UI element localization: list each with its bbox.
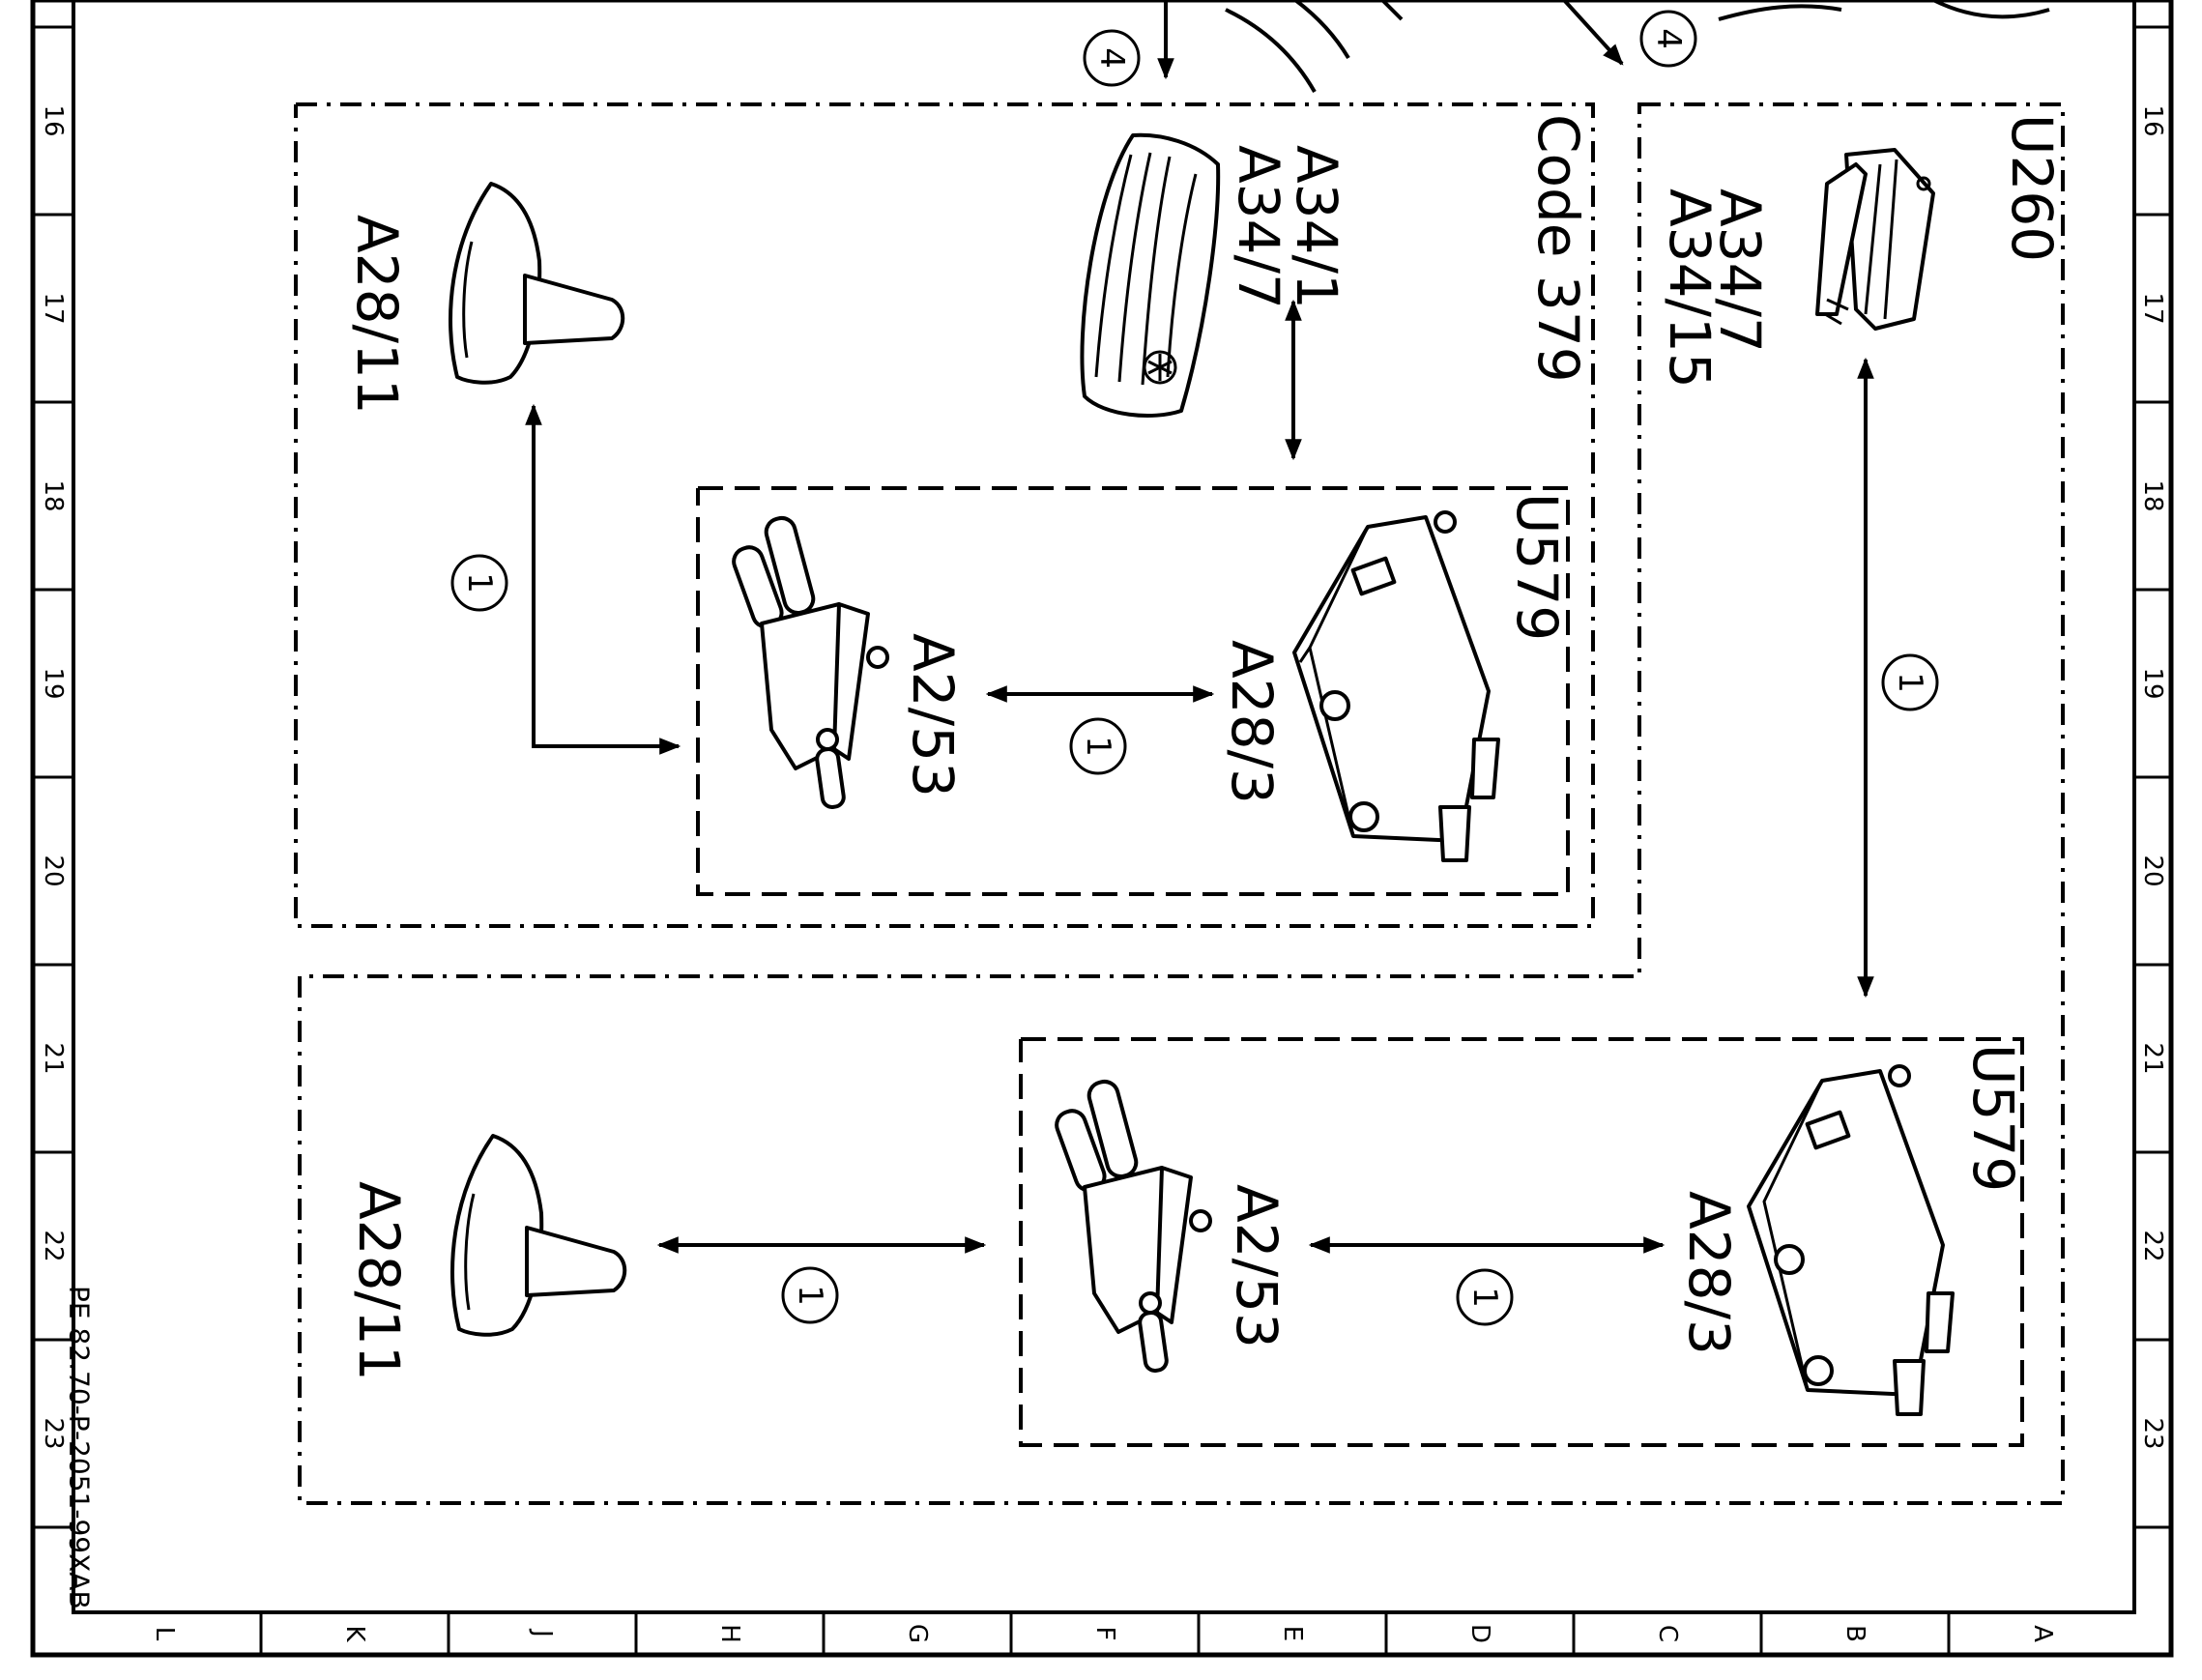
connection-1-a2-53-a28-3-bottom-number: 1 [1465,1287,1504,1308]
connection-1-a2-53-a28-3-bottom: 1 [1456,1268,1514,1326]
a2-53-bottom-switch-icon [1055,1079,1212,1373]
row-label-left-22: 22 [39,1230,68,1261]
a34-7-key-fob-icon [1815,148,1935,331]
a28-3-top-label: A28/3 [1219,640,1285,804]
row-label-left-16: 16 [39,104,68,136]
connection-4-right: 4 [1639,10,1697,68]
a34-15-label: A34/15 [1657,188,1723,389]
connection-4-left-number: 4 [1092,47,1131,69]
row-label-left-17: 17 [39,292,68,324]
row-label-right-16: 16 [2138,104,2167,136]
column-label-l: L [150,1627,179,1641]
top-wiring-curves [1157,0,2050,93]
connection-1-a28-11-a2-53-bottom: 1 [781,1266,839,1324]
u579-top-label: U579 [1504,493,1570,641]
a28-3-bottom-module-icon [1747,1064,1955,1416]
connection-1-u260-vertical: 1 [1881,653,1939,711]
column-label-f: F [1090,1627,1119,1641]
code-379-group-box [294,102,1595,928]
arrow-a28-11-to-a2-53-top [525,403,681,755]
row-label-right-21: 21 [2138,1042,2167,1074]
connection-arrows [525,299,1874,1254]
a2-53-top-label: A2/53 [900,633,966,797]
connection-1-a28-11-a2-53-top-number: 1 [460,572,499,594]
a34-1-key-icon [1080,132,1221,418]
connection-4-right-number: 4 [1649,28,1688,49]
connection-1-a2-53-a28-3-top-number: 1 [1079,736,1117,757]
a34-1-label: A34/1 [1284,145,1349,309]
column-label-e: E [1278,1626,1307,1641]
row-label-left-18: 18 [39,479,68,511]
row-label-left-21: 21 [39,1042,68,1074]
column-label-b: B [1840,1625,1869,1642]
connection-1-a2-53-a28-3-top: 1 [1069,717,1127,775]
u579-bottom-label: U579 [1960,1044,2026,1192]
row-label-left-20: 20 [39,854,68,886]
a28-3-top-module-icon [1292,510,1500,862]
connection-1-u260-vertical-number: 1 [1891,672,1929,693]
a28-11-top-lever-icon [449,182,625,385]
u260-label: U260 [1999,114,2065,262]
row-label-right-22: 22 [2138,1230,2167,1261]
left-row-ticks [33,25,73,1529]
a34-7-top-label: A34/7 [1226,145,1291,309]
column-label-k: K [340,1625,369,1642]
a2-53-bottom-label: A2/53 [1224,1184,1289,1348]
u579-bottom-group-box [1019,1037,2024,1447]
column-label-d: D [1465,1624,1494,1643]
a28-11-bottom-label: A28/11 [346,1181,412,1381]
u579-top-group-box [696,486,1570,896]
outer-border [30,0,2174,1658]
a28-3-bottom-label: A28/3 [1676,1191,1742,1355]
document-number: PE 82.70-P-2051-99XAB [64,1286,96,1609]
row-label-right-19: 19 [2138,667,2167,699]
a28-11-top-label: A28/11 [344,215,410,415]
row-label-right-17: 17 [2138,292,2167,324]
connection-1-a28-11-a2-53-top: 1 [450,554,508,612]
a34-7-right-label: A34/7 [1707,188,1773,353]
row-label-left-23: 23 [39,1417,68,1449]
row-label-left-19: 19 [39,667,68,699]
connection-1-a28-11-a2-53-bottom-number: 1 [791,1285,829,1306]
column-label-h: H [715,1624,744,1643]
code-379-label: Code 379 [1525,114,1591,383]
row-label-right-18: 18 [2138,479,2167,511]
right-row-ticks [2134,25,2171,1529]
row-label-right-23: 23 [2138,1417,2167,1449]
row-label-right-20: 20 [2138,854,2167,886]
column-label-a: A [2028,1625,2057,1642]
column-label-g: G [903,1624,932,1643]
bottom-column-ticks [259,1612,1951,1655]
connection-4-left: 4 [1083,29,1141,87]
column-label-j: J [528,1628,557,1637]
a28-11-bottom-lever-icon [450,1134,627,1337]
inner-border [72,0,2136,1614]
column-label-c: C [1653,1625,1682,1642]
a2-53-top-switch-icon [732,515,889,809]
